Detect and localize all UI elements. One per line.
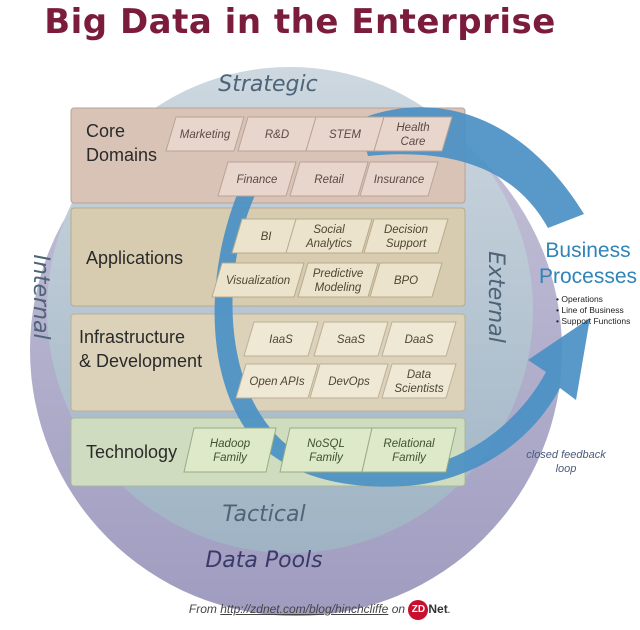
source-footer: From http://zdnet.com/blog/hinchcliffe o… xyxy=(0,600,640,620)
infrastructure-cell: SaaS xyxy=(313,321,389,357)
data-pools-label: Data Pools xyxy=(205,548,322,573)
strategic-label: Strategic xyxy=(218,72,317,97)
cell-label: BI xyxy=(261,231,273,243)
cell-label: Social xyxy=(313,224,345,236)
cell-shape xyxy=(363,218,449,254)
cell-shape xyxy=(289,161,369,197)
zdnet-logo-icon: ZD xyxy=(408,600,429,620)
cell-shape xyxy=(243,321,319,357)
cell-label: SaaS xyxy=(337,334,365,346)
cell-label: Health xyxy=(396,122,429,134)
infrastructure-label: Infrastructure xyxy=(79,327,185,347)
technology-label: Technology xyxy=(86,442,177,462)
infrastructure-cell: DevOps xyxy=(309,363,389,399)
cell-label: Care xyxy=(401,136,426,148)
business-process-item: Line of Business xyxy=(556,305,630,316)
cell-shape xyxy=(285,218,373,254)
core-domains-cell: Retail xyxy=(289,161,369,197)
cell-label: DevOps xyxy=(328,376,370,388)
external-label: External xyxy=(483,251,508,343)
cell-label: Scientists xyxy=(394,383,443,395)
cell-label: Retail xyxy=(314,174,344,186)
cell-label: Insurance xyxy=(374,174,425,186)
applications-cell: BPO xyxy=(369,262,443,298)
infrastructure-cell: DaaS xyxy=(381,321,457,357)
cell-shape xyxy=(373,116,453,152)
cell-label: R&D xyxy=(265,129,289,141)
internal-label: Internal xyxy=(28,254,53,339)
cell-label: Family xyxy=(309,452,344,464)
cell-label: Support xyxy=(386,238,427,250)
infrastructure-cell: Open APIs xyxy=(235,363,319,399)
tactical-label: Tactical xyxy=(222,502,305,527)
cell-label: Hadoop xyxy=(210,438,251,450)
cell-label: Relational xyxy=(383,438,435,450)
cell-shape xyxy=(361,427,457,473)
cell-label: BPO xyxy=(394,275,418,287)
feedback-loop-label: closed feedback loop xyxy=(526,449,606,475)
cell-shape xyxy=(359,161,439,197)
core-domains-cell: Finance xyxy=(217,161,297,197)
cell-label: Visualization xyxy=(226,275,290,287)
applications-label: Applications xyxy=(86,248,183,268)
infrastructure-cell: IaaS xyxy=(243,321,319,357)
business-process-item: Support Functions xyxy=(556,316,630,327)
core-domains-cell: Marketing xyxy=(165,116,245,152)
cell-label: Data xyxy=(407,369,431,381)
footer-on: on xyxy=(391,602,406,617)
cell-shape xyxy=(309,363,389,399)
cell-shape xyxy=(165,116,245,152)
cell-shape xyxy=(279,427,373,473)
cell-label: Marketing xyxy=(180,129,231,141)
business-processes-title: Business Processes xyxy=(538,239,638,288)
business-process-item: Operations xyxy=(556,294,630,305)
cell-shape xyxy=(381,321,457,357)
infrastructure-label: & Development xyxy=(79,351,202,371)
technology-cell: NoSQL Family xyxy=(279,427,373,473)
cell-shape xyxy=(235,363,319,399)
footer-from: From xyxy=(188,602,217,617)
cell-label: Open APIs xyxy=(249,376,304,388)
core-domains-cell: R&D xyxy=(237,116,317,152)
cell-label: Family xyxy=(213,452,248,464)
cell-shape xyxy=(313,321,389,357)
business-processes-list: Operations Line of Business Support Func… xyxy=(556,294,630,327)
page-title: Big Data in the Enterprise xyxy=(44,2,556,42)
applications-cell: Visualization xyxy=(211,262,305,298)
core-domains-cell: STEM xyxy=(305,116,385,152)
cell-label: STEM xyxy=(329,129,361,141)
zdnet-logo-text: Net xyxy=(428,602,448,617)
cell-shape xyxy=(381,363,457,399)
footer-suffix: . xyxy=(447,602,452,617)
cell-label: Decision xyxy=(384,224,428,236)
core-domains-label: Core xyxy=(86,121,125,141)
cell-label: Finance xyxy=(237,174,278,186)
cell-label: Family xyxy=(392,452,427,464)
cell-label: Modeling xyxy=(315,282,362,294)
core-domains-label: Domains xyxy=(86,145,157,165)
cell-label: IaaS xyxy=(269,334,293,346)
cell-label: Analytics xyxy=(305,238,352,250)
cell-shape xyxy=(211,262,305,298)
cell-label: DaaS xyxy=(405,334,434,346)
cell-shape xyxy=(297,262,379,298)
cell-shape xyxy=(369,262,443,298)
cell-shape xyxy=(183,427,277,473)
cell-shape xyxy=(217,161,297,197)
cell-label: NoSQL xyxy=(307,438,345,450)
core-domains-cell: Insurance xyxy=(359,161,439,197)
source-link[interactable]: http://zdnet.com/blog/hinchcliffe xyxy=(220,602,389,617)
cell-label: Predictive xyxy=(313,268,364,280)
